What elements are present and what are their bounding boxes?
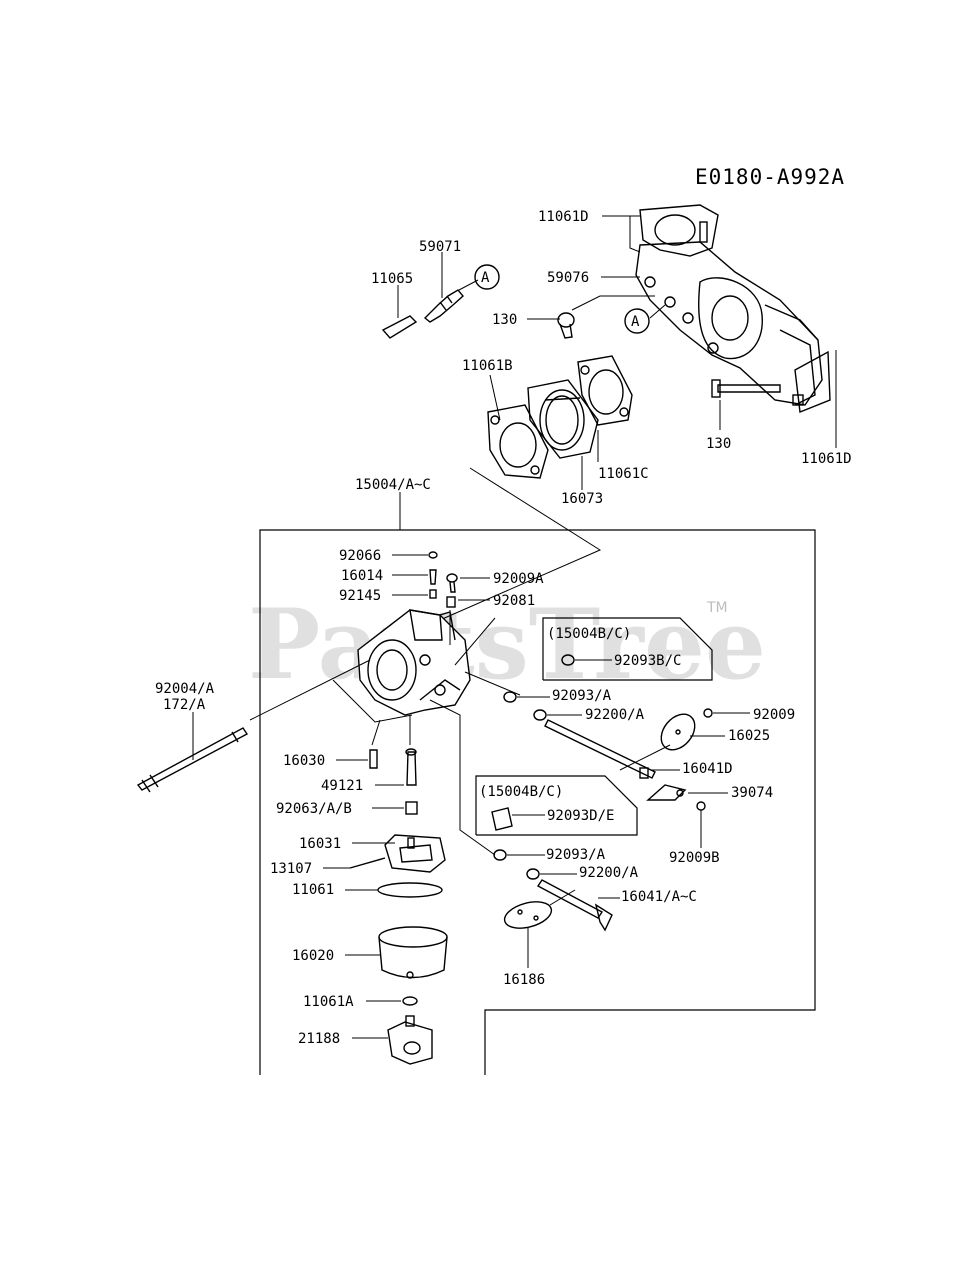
bolt-130-right[interactable]: [711, 379, 781, 398]
lever-39074[interactable]: [646, 784, 687, 801]
label-16073[interactable]: 16073: [561, 491, 603, 507]
label-49121[interactable]: 49121: [321, 778, 363, 794]
seal-92200A-2[interactable]: [526, 868, 540, 880]
plate-16186[interactable]: [502, 897, 555, 933]
shaft-16041D[interactable]: [544, 719, 656, 779]
label-11061[interactable]: 11061: [292, 882, 334, 898]
diagram-code: E0180-A992A: [695, 165, 845, 189]
label-92200A-1[interactable]: 92200/A: [585, 707, 645, 723]
label-59071[interactable]: 59071: [419, 239, 461, 255]
label-92145[interactable]: 92145: [339, 588, 381, 604]
washer-92093A-2[interactable]: [493, 849, 507, 861]
plug-59071[interactable]: [423, 289, 464, 323]
label-16186[interactable]: 16186: [503, 972, 545, 988]
svg-text:A: A: [481, 270, 490, 286]
label-92004[interactable]: 92004/A: [155, 681, 215, 697]
label-16020[interactable]: 16020: [292, 948, 334, 964]
label-92009A[interactable]: 92009A: [493, 571, 544, 587]
float-16031[interactable]: [384, 834, 446, 873]
label-16041AC[interactable]: 16041/A~C: [621, 889, 697, 905]
label-11061C[interactable]: 11061C: [598, 466, 649, 482]
washer-11061A[interactable]: [402, 996, 418, 1006]
label-16025[interactable]: 16025: [728, 728, 770, 744]
variant-box-1-part: 92093B/C: [614, 653, 681, 669]
solenoid-21188[interactable]: [387, 1015, 433, 1065]
gasket-11061[interactable]: [377, 882, 443, 898]
nut-92063[interactable]: [405, 801, 418, 815]
label-16031[interactable]: 16031: [299, 836, 341, 852]
label-16030[interactable]: 16030: [283, 753, 325, 769]
pin-13107[interactable]: [349, 857, 386, 869]
part-92009A[interactable]: [446, 573, 458, 593]
label-11061A[interactable]: 11061A: [303, 994, 354, 1010]
variant-box-2: (15004B/C) 92093D/E: [475, 775, 638, 836]
variant-box-2-title: (15004B/C): [479, 784, 563, 800]
gasket-11061C[interactable]: [577, 355, 633, 426]
screw-92009[interactable]: [703, 708, 713, 718]
label-15004[interactable]: 15004/A~C: [355, 477, 431, 493]
label-11065[interactable]: 11065: [371, 271, 413, 287]
shaft-16041AC[interactable]: [536, 879, 613, 932]
carburetor-body[interactable]: [357, 609, 471, 716]
stud-92004[interactable]: [136, 727, 249, 793]
bolt-130-top[interactable]: [557, 312, 575, 339]
screw-92009B[interactable]: [696, 801, 706, 811]
part-92145[interactable]: [429, 589, 437, 599]
label-92009B[interactable]: 92009B: [669, 850, 720, 866]
label-92066[interactable]: 92066: [339, 548, 381, 564]
label-172[interactable]: 172/A: [163, 697, 206, 713]
part-16014[interactable]: [429, 569, 437, 585]
label-13107[interactable]: 13107: [270, 861, 312, 877]
label-92093A-1[interactable]: 92093/A: [552, 688, 612, 704]
callout-a-top: A: [474, 264, 500, 290]
watermark: PartsTree: [248, 588, 766, 701]
label-16041D[interactable]: 16041D: [682, 761, 733, 777]
variant-box-2-part: 92093D/E: [547, 808, 614, 824]
gasket-11061D-top[interactable]: [639, 204, 719, 257]
label-130-top[interactable]: 130: [492, 312, 517, 328]
label-92093A-2[interactable]: 92093/A: [546, 847, 606, 863]
manifold-59076[interactable]: [635, 241, 823, 406]
label-11061D-top[interactable]: 11061D: [538, 209, 589, 225]
washer-92093A-1[interactable]: [503, 691, 517, 703]
label-11061D-right[interactable]: 11061D: [801, 451, 852, 467]
needle-49121[interactable]: [405, 748, 417, 786]
variant-box-1: (15004B/C) 92093B/C: [542, 617, 713, 681]
gasket-11061B[interactable]: [487, 404, 549, 479]
svg-text:A: A: [631, 314, 640, 330]
label-92009[interactable]: 92009: [753, 707, 795, 723]
label-59076[interactable]: 59076: [547, 270, 589, 286]
label-21188[interactable]: 21188: [298, 1031, 340, 1047]
block-11061D-right[interactable]: [792, 350, 831, 413]
seal-92200A-1[interactable]: [533, 709, 547, 721]
label-92200A-2[interactable]: 92200/A: [579, 865, 639, 881]
pin-16030[interactable]: [369, 749, 378, 769]
label-16014[interactable]: 16014: [341, 568, 383, 584]
label-39074[interactable]: 39074: [731, 785, 773, 801]
label-11061B[interactable]: 11061B: [462, 358, 513, 374]
watermark-tm: TM: [706, 600, 728, 616]
part-92081[interactable]: [446, 596, 456, 608]
variant-box-1-title: (15004B/C): [547, 626, 631, 642]
callout-a-manifold: A: [624, 308, 650, 334]
label-130-right[interactable]: 130: [706, 436, 731, 452]
spacer-16073[interactable]: [527, 379, 599, 459]
pin-11065[interactable]: [381, 315, 418, 339]
bowl-16020[interactable]: [378, 926, 448, 979]
part-92066[interactable]: [428, 551, 438, 559]
label-92063[interactable]: 92063/A/B: [276, 801, 352, 817]
label-92081[interactable]: 92081: [493, 593, 535, 609]
